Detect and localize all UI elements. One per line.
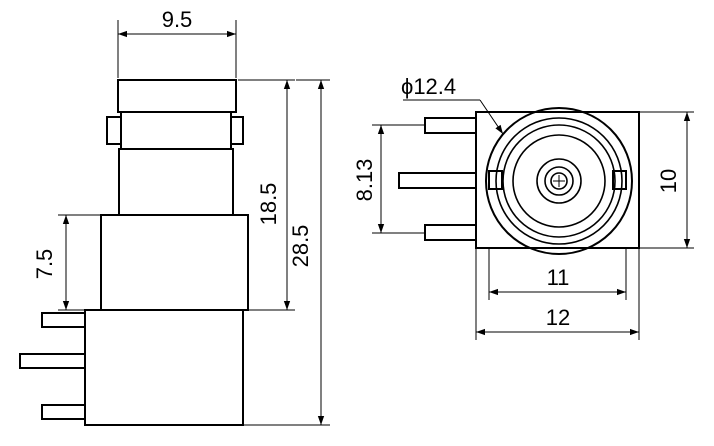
dim-18-5-label: 18.5 xyxy=(256,183,281,226)
dim-dia-label: ϕ12.4 xyxy=(401,74,456,99)
front-insulator-inner xyxy=(544,166,574,196)
front-ring-4 xyxy=(512,134,606,228)
front-center-contact xyxy=(550,172,568,190)
side-collar xyxy=(120,111,232,150)
front-ring-3 xyxy=(502,124,616,238)
dim-9-5-label: 9.5 xyxy=(162,7,193,32)
side-pin-middle xyxy=(19,353,86,369)
front-outer-ring xyxy=(485,107,633,255)
front-tab-right xyxy=(612,170,627,190)
dim-8-13-label: 8.13 xyxy=(352,159,377,202)
side-neck xyxy=(118,148,234,216)
front-view: ϕ12.4 8.13 10 11 12 xyxy=(352,74,694,340)
front-pin-bottom xyxy=(424,224,477,241)
side-pin-top xyxy=(41,312,86,328)
dim-12-label: 12 xyxy=(546,305,570,330)
dim-7-5-label: 7.5 xyxy=(32,249,57,280)
front-ring-2 xyxy=(495,117,623,245)
front-pin-top xyxy=(424,117,477,134)
side-view: 9.5 7.5 18.5 28.5 xyxy=(19,7,330,426)
side-bayonet-pin-right xyxy=(230,116,244,145)
dim-28-5-label: 28.5 xyxy=(288,225,313,268)
side-top-cap xyxy=(117,79,237,113)
dim-dia-leader xyxy=(479,99,504,135)
front-center-slot xyxy=(553,175,565,187)
side-pin-bottom xyxy=(41,404,86,420)
dim-11-label: 11 xyxy=(547,265,570,290)
dim-10-label: 10 xyxy=(656,169,681,193)
side-bayonet-pin-left xyxy=(106,116,122,145)
side-middle-block xyxy=(100,214,249,311)
side-bottom-housing xyxy=(84,309,244,426)
front-pin-middle xyxy=(398,172,477,189)
front-insulator-outer xyxy=(536,158,582,204)
